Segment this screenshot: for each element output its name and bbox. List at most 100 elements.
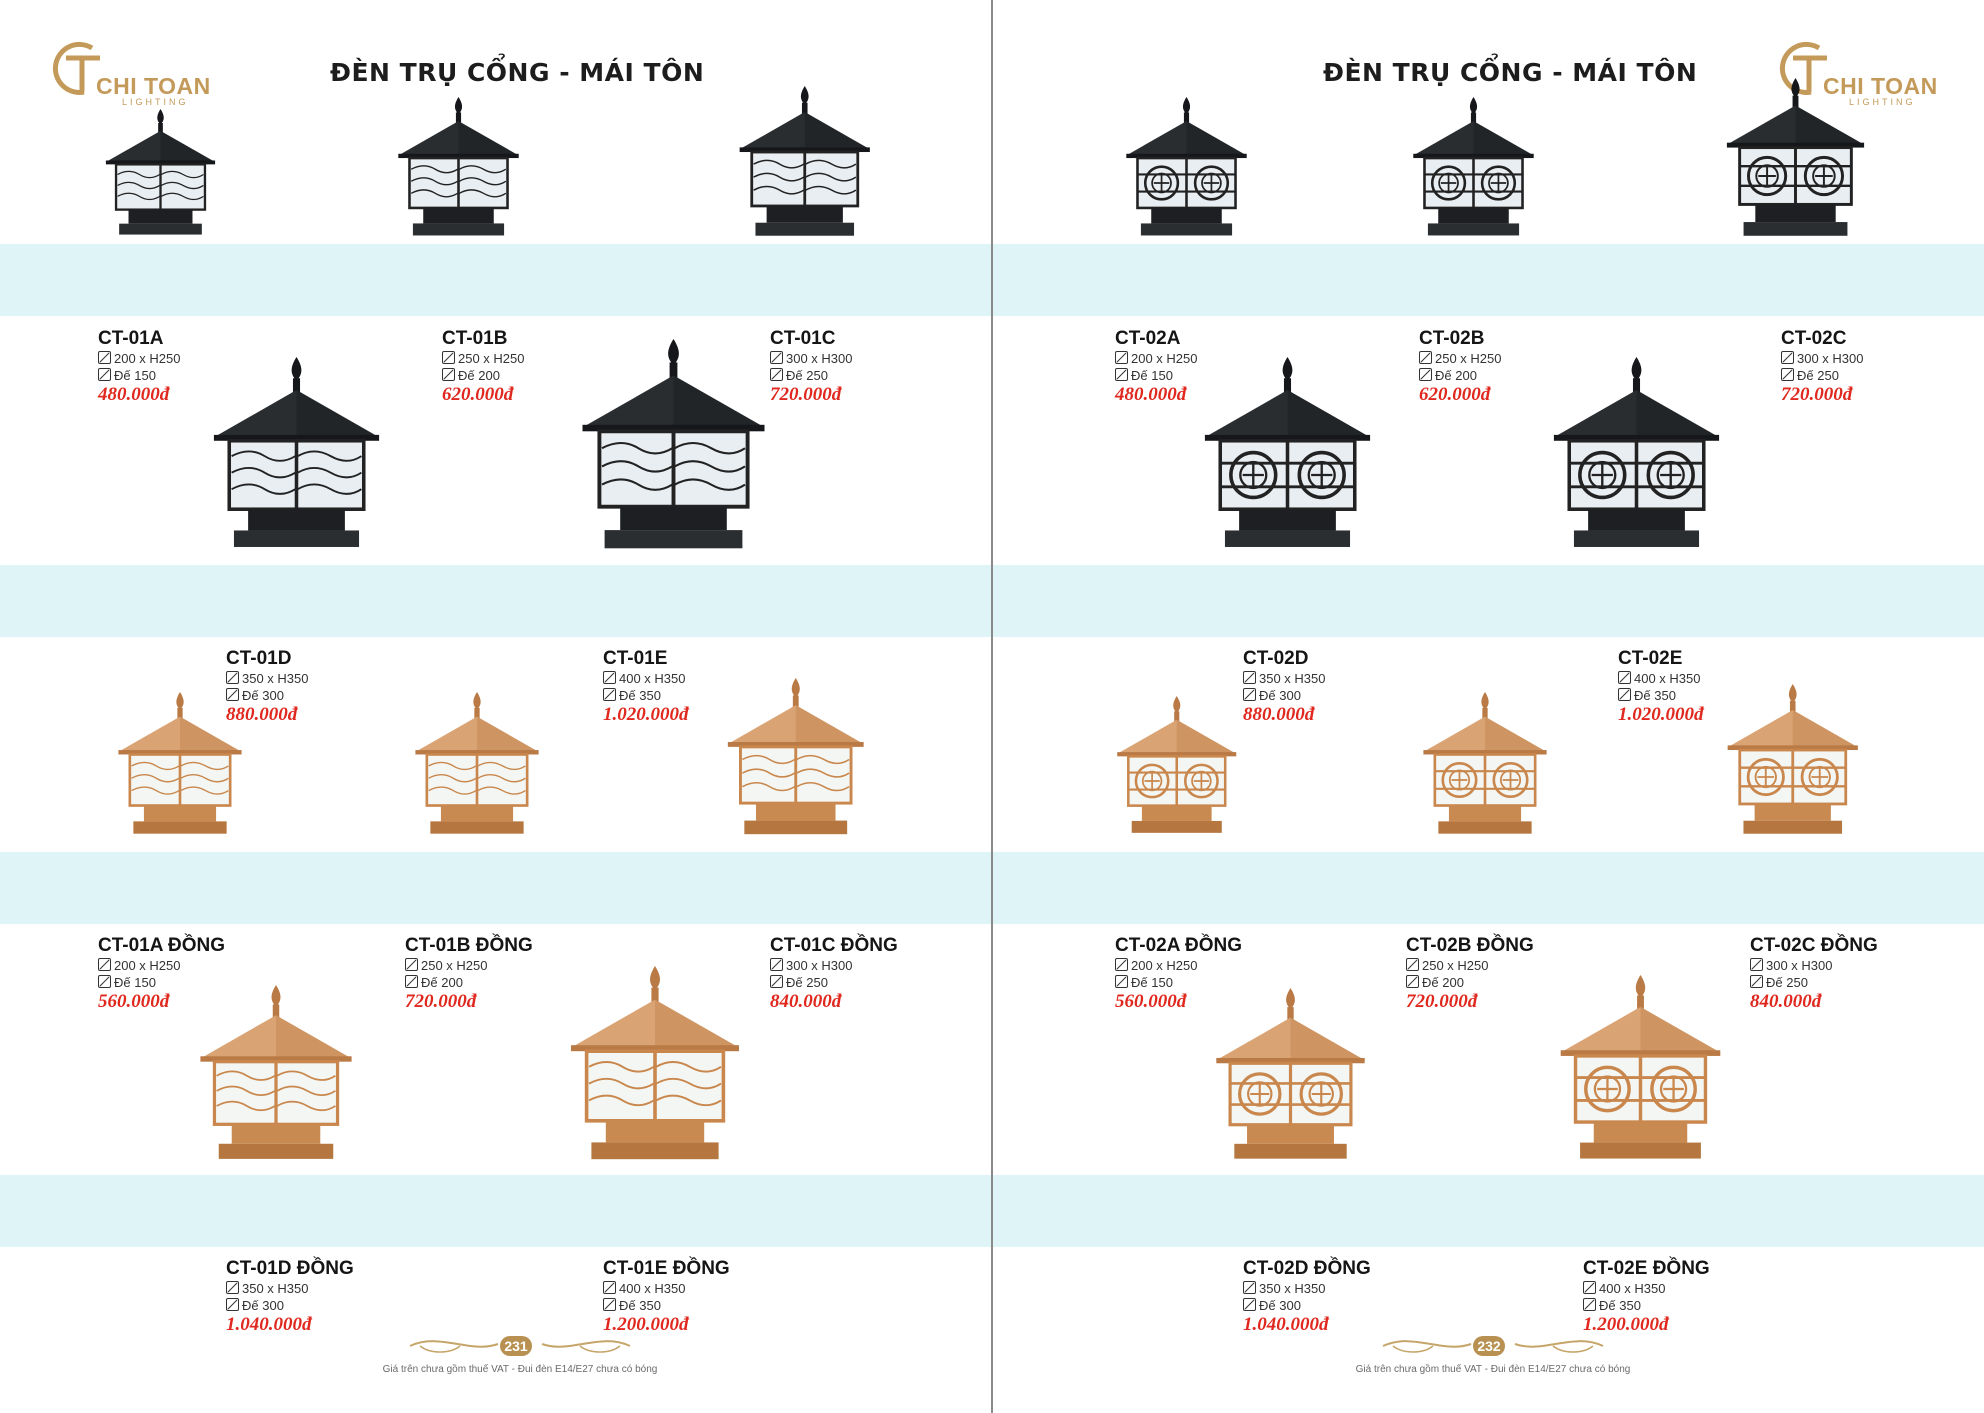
- logo-name: CHI TOAN: [96, 73, 211, 99]
- lamp-image: [1204, 357, 1370, 548]
- product-image[interactable]: [1548, 357, 1725, 564]
- lamp-finial-stem: [1283, 378, 1291, 395]
- product-base: Đế 300: [1243, 687, 1326, 704]
- lamp-finial: [1285, 987, 1295, 1009]
- product-code: CT-01D: [226, 648, 292, 669]
- brand-logo: CHI TOAN LIGHTING: [1771, 40, 1941, 115]
- product-code: CT-01C ĐỒNG: [770, 935, 898, 956]
- lamp-finial: [1789, 683, 1797, 703]
- base-value: Đế 150: [1131, 368, 1173, 383]
- lamp-roof-edge: [728, 741, 864, 747]
- lamp-circle-ornament: [1646, 450, 1695, 500]
- diameter-icon: [405, 975, 418, 988]
- product-image[interactable]: [1199, 357, 1376, 564]
- product-image[interactable]: [114, 691, 246, 846]
- product-code: CT-02E: [1618, 648, 1683, 669]
- lamp-wave-pattern: [116, 181, 204, 190]
- product-base: Đế 150: [1115, 974, 1242, 991]
- product-image[interactable]: [576, 338, 771, 567]
- diameter-icon: [442, 368, 455, 381]
- lamp-circle-ornament: [1437, 172, 1459, 194]
- lamp-roof: [1726, 105, 1864, 145]
- product-image[interactable]: [1722, 78, 1869, 250]
- base-value: Đế 250: [786, 975, 828, 990]
- diameter-icon: [442, 351, 455, 364]
- ornament-icon: [409, 1340, 631, 1353]
- product-code: CT-01A ĐỒNG: [98, 935, 226, 956]
- lamp-circle-cross: [1310, 464, 1332, 486]
- lamp-roof: [1215, 1017, 1365, 1060]
- lamp-finial: [176, 691, 184, 710]
- product-size: 350 x H350: [226, 1280, 354, 1297]
- lamp-wave-pattern: [742, 781, 850, 791]
- product-image[interactable]: [1211, 987, 1370, 1174]
- product-code: CT-01C: [770, 328, 836, 349]
- lamp-roof-edge: [1726, 142, 1864, 148]
- lamp-base-upper: [231, 1123, 321, 1144]
- lamp-circle-ornament: [1238, 460, 1267, 490]
- lamp-base-lower: [755, 222, 855, 236]
- lamp-finial-stem: [1174, 711, 1180, 724]
- product-price: 620.000đ: [1419, 384, 1491, 405]
- size-value: 350 x H350: [242, 1281, 309, 1296]
- base-value: Đế 350: [619, 1298, 661, 1313]
- lamp-image: [415, 691, 539, 834]
- lamp-finial: [291, 357, 301, 381]
- product-image[interactable]: [102, 109, 219, 246]
- product-image[interactable]: [1113, 696, 1241, 845]
- product-image[interactable]: [1555, 975, 1726, 1175]
- lamp-roof: [1423, 716, 1547, 752]
- lamp-roof-edge: [415, 749, 539, 755]
- product-size: 200 x H250: [1115, 350, 1198, 367]
- product-image[interactable]: [394, 96, 523, 248]
- lamp-circle-cross: [1440, 174, 1456, 191]
- product-image[interactable]: [1122, 96, 1251, 248]
- lamp-circle-ornament: [1246, 1080, 1272, 1107]
- product-image[interactable]: [1419, 691, 1551, 846]
- diameter-icon: [1583, 1281, 1596, 1294]
- lamp-wave-pattern: [131, 761, 229, 770]
- product-price: 1.200.000đ: [603, 1314, 689, 1335]
- lamp-finial: [791, 677, 801, 698]
- product-image[interactable]: [723, 677, 869, 848]
- lamp-image: [1215, 987, 1365, 1159]
- lamp-wave-pattern: [588, 1077, 722, 1090]
- lamp-roof: [105, 130, 215, 163]
- product-code: CT-02D ĐỒNG: [1243, 1258, 1371, 1279]
- lamp-circle-cross: [1814, 167, 1833, 185]
- page-title: ĐÈN TRỤ CỔNG - MÁI TÔN: [1323, 58, 1698, 87]
- lamp-base-upper: [422, 207, 494, 224]
- lamp-base-lower: [218, 1143, 334, 1159]
- lamp-roof-shade: [805, 111, 871, 150]
- diameter-icon: [405, 958, 418, 971]
- lamp-base-lower: [1743, 820, 1843, 834]
- product-code: CT-02D: [1243, 648, 1309, 669]
- base-value: Đế 150: [114, 975, 156, 990]
- lamp-base-lower: [1140, 223, 1232, 236]
- lamp-finial: [1790, 78, 1800, 98]
- lamp-finial: [1282, 357, 1292, 381]
- base-value: Đế 200: [1422, 975, 1464, 990]
- product-image[interactable]: [735, 85, 875, 249]
- product-image[interactable]: [1409, 96, 1538, 248]
- product-size: 300 x H300: [770, 350, 853, 367]
- product-image[interactable]: [565, 966, 745, 1176]
- product-size: 350 x H350: [1243, 1280, 1371, 1297]
- product-price: 840.000đ: [1750, 991, 1822, 1012]
- product-image[interactable]: [195, 984, 357, 1174]
- size-value: 250 x H250: [1422, 958, 1489, 973]
- lamp-circle-cross: [1659, 464, 1681, 486]
- product-image[interactable]: [1723, 683, 1863, 847]
- product-price: 720.000đ: [1781, 384, 1853, 405]
- product-size: 300 x H300: [1781, 350, 1864, 367]
- product-image[interactable]: [208, 357, 385, 564]
- product-image[interactable]: [411, 691, 543, 846]
- lamp-finial-stem: [474, 707, 480, 720]
- lamp-roof-shade: [1186, 120, 1247, 156]
- lamp-finial-stem: [292, 378, 300, 395]
- lamp-image: [397, 96, 519, 236]
- lamp-circle-ornament: [1142, 771, 1163, 792]
- product-base: Đế 350: [603, 687, 689, 704]
